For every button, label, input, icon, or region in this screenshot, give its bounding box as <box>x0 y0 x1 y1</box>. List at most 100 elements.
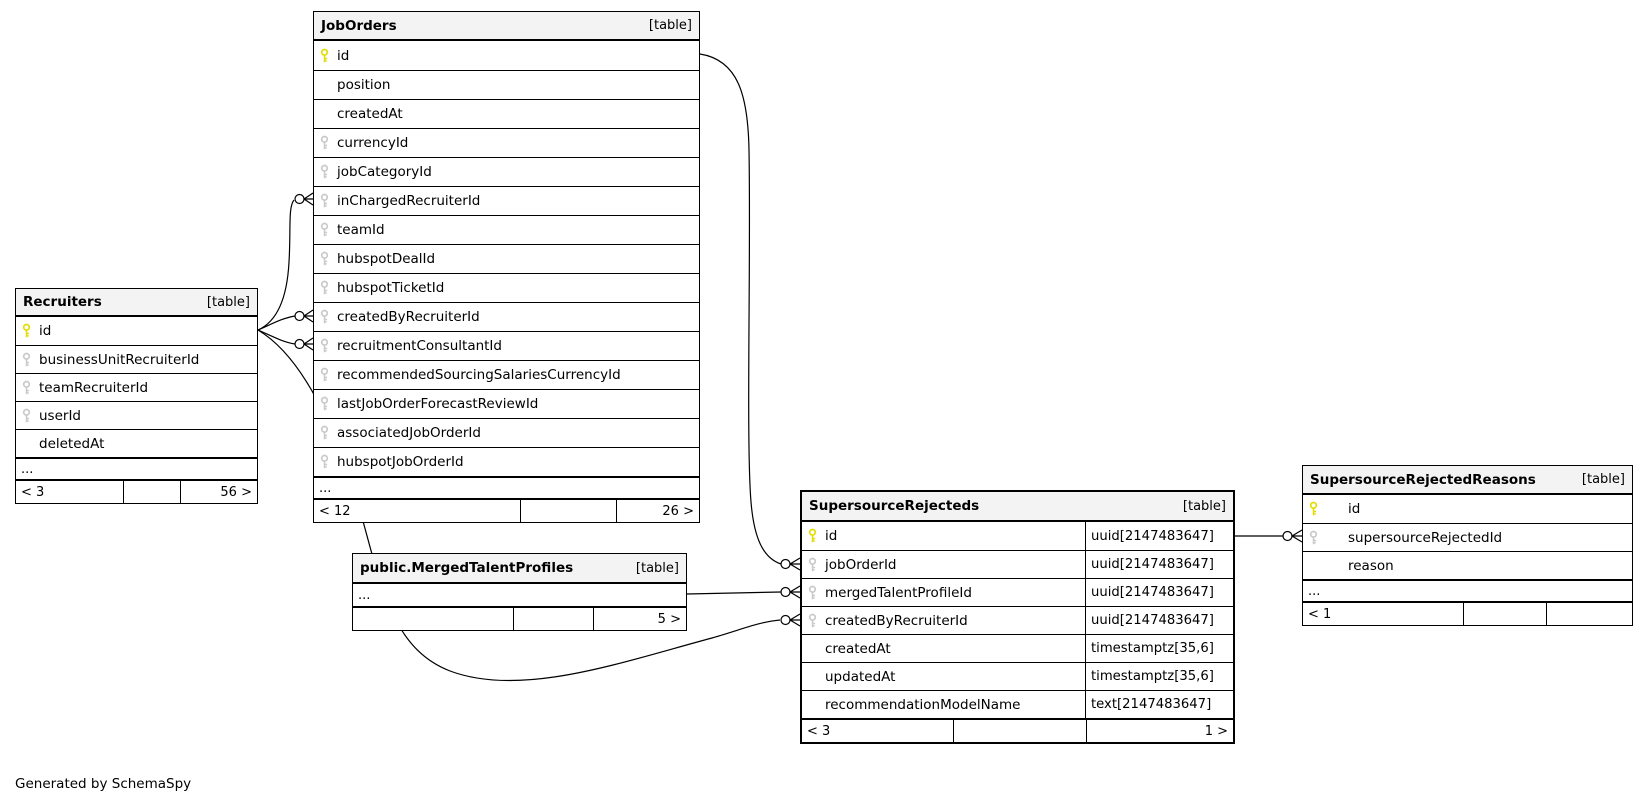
foreign-key-icon <box>319 193 330 209</box>
table-mergedtalentprofiles[interactable]: public.MergedTalentProfiles [table] ... … <box>352 553 687 631</box>
column-lastjoborderforecastreviewid: lastJobOrderForecastReviewId <box>314 389 699 418</box>
table-title[interactable]: JobOrders <box>321 17 397 34</box>
column-hubspotticketid: hubspotTicketId <box>314 273 699 302</box>
no-key-spacer <box>319 77 330 93</box>
footer-spacer-cell <box>952 720 1087 742</box>
foreign-key-icon <box>319 396 330 412</box>
edge-recruiters-joborders-createdbyrecruiterid <box>257 309 314 331</box>
incoming-count: < 3 <box>21 484 45 500</box>
column-type: uuid[2147483647] <box>1085 607 1233 634</box>
relationship-count-footer: < 12 26 > <box>314 498 699 522</box>
table-type-tag: [table] <box>1581 472 1625 487</box>
column-supersourcerejectedid: supersourceRejectedId <box>1303 523 1632 551</box>
edge-recruiters-joborders-inchargedrecruiterid <box>257 192 314 331</box>
no-key-spacer <box>21 436 32 452</box>
column-deletedat: deletedAt <box>16 429 257 457</box>
table-type-tag: [table] <box>635 560 679 576</box>
foreign-key-icon <box>21 408 32 424</box>
table-joborders[interactable]: JobOrders [table] id position createdAt … <box>313 11 700 523</box>
column-jobcategoryid: jobCategoryId <box>314 157 699 186</box>
column-recommendedsourcingsalariescurrencyid: recommendedSourcingSalariesCurrencyId <box>314 360 699 389</box>
relationship-count-footer: < 1 <box>1303 601 1632 625</box>
foreign-key-icon <box>319 280 330 296</box>
incoming-count: < 1 <box>1308 606 1332 622</box>
foreign-key-icon <box>319 367 330 383</box>
column-id: id <box>314 41 699 70</box>
foreign-key-icon <box>319 338 330 354</box>
foreign-key-icon <box>319 251 330 267</box>
column-type: uuid[2147483647] <box>1085 579 1233 606</box>
column-joborderid: jobOrderId uuid[2147483647] <box>802 550 1233 578</box>
table-title[interactable]: Recruiters <box>23 294 102 310</box>
outgoing-count: 56 > <box>179 481 257 503</box>
no-key-spacer <box>807 669 818 685</box>
outgoing-count: 1 > <box>1086 720 1233 742</box>
table-header: SupersourceRejecteds [table] <box>802 492 1233 522</box>
column-position: position <box>314 70 699 99</box>
relationship-count-footer: 5 > <box>353 606 686 630</box>
column-type: text[2147483647] <box>1085 691 1233 718</box>
foreign-key-icon <box>1308 530 1319 546</box>
column-id: id uuid[2147483647] <box>802 522 1233 550</box>
footer-spacer-cell <box>123 481 180 503</box>
foreign-key-icon <box>807 585 818 601</box>
outgoing-count <box>1546 603 1632 625</box>
foreign-key-icon <box>21 380 32 396</box>
primary-key-icon <box>807 528 818 544</box>
column-reason: reason <box>1303 551 1632 579</box>
column-createdat: createdAt <box>314 99 699 128</box>
table-header: Recruiters [table] <box>16 289 257 317</box>
column-mergedtalentprofileid: mergedTalentProfileId uuid[2147483647] <box>802 578 1233 606</box>
incoming-count: < 3 <box>807 723 831 739</box>
table-supersourcerejecteds[interactable]: SupersourceRejecteds [table] id uuid[214… <box>800 490 1235 744</box>
column-hubspotdealid: hubspotDealId <box>314 244 699 273</box>
outgoing-count: 5 > <box>592 608 686 630</box>
table-type-tag: [table] <box>648 18 692 33</box>
table-recruiters[interactable]: Recruiters [table] id businessUnitRecrui… <box>15 288 258 504</box>
primary-key-icon <box>21 323 32 339</box>
foreign-key-icon <box>319 164 330 180</box>
column-id: id <box>16 317 257 345</box>
column-createdbyrecruiterid: createdByRecruiterId <box>314 302 699 331</box>
table-title[interactable]: SupersourceRejecteds <box>809 498 980 514</box>
more-columns-ellipsis: ... <box>358 587 371 603</box>
primary-key-icon <box>1308 501 1319 517</box>
column-currencyid: currencyId <box>314 128 699 157</box>
foreign-key-icon <box>319 425 330 441</box>
more-columns-ellipsis: ... <box>16 457 257 479</box>
column-type: uuid[2147483647] <box>1085 522 1233 550</box>
edge-recruiters-joborders-recruitmentconsultantid <box>257 329 314 351</box>
foreign-key-icon <box>21 352 32 368</box>
table-header: JobOrders [table] <box>314 12 699 41</box>
no-key-spacer <box>807 641 818 657</box>
foreign-key-icon <box>319 309 330 325</box>
table-type-tag: [table] <box>1182 498 1226 514</box>
incoming-count: < 12 <box>319 503 351 519</box>
column-recommendationmodelname: recommendationModelName text[2147483647] <box>802 690 1233 718</box>
edge-supersourcerejecteds-supersourcerejectedreasons-supersourcerejectedid <box>1235 529 1303 543</box>
footer-spacer-cell <box>1462 603 1547 625</box>
no-key-spacer <box>1308 558 1319 574</box>
table-title[interactable]: SupersourceRejectedReasons <box>1310 471 1536 488</box>
column-type: timestamptz[35,6] <box>1085 635 1233 662</box>
foreign-key-icon <box>807 613 818 629</box>
edge-mergedtalentprofiles-supersourcerejecteds-mergedtalentprofileid <box>686 585 801 599</box>
table-supersourcerejectedreasons[interactable]: SupersourceRejectedReasons [table] id su… <box>1302 465 1633 626</box>
column-hubspotjoborderid: hubspotJobOrderId <box>314 447 699 476</box>
footer-spacer-cell <box>519 500 616 522</box>
foreign-key-icon <box>319 222 330 238</box>
no-key-spacer <box>319 106 330 122</box>
column-type: timestamptz[35,6] <box>1085 663 1233 690</box>
foreign-key-icon <box>807 557 818 573</box>
footer-spacer-cell <box>512 608 593 630</box>
column-updatedat: updatedAt timestamptz[35,6] <box>802 662 1233 690</box>
table-type-tag: [table] <box>206 294 250 310</box>
table-header: SupersourceRejectedReasons [table] <box>1303 466 1632 495</box>
column-recruitmentconsultantid: recruitmentConsultantId <box>314 331 699 360</box>
column-id: id <box>1303 495 1632 523</box>
column-type: uuid[2147483647] <box>1085 551 1233 578</box>
table-title[interactable]: public.MergedTalentProfiles <box>360 560 574 576</box>
more-columns-ellipsis: ... <box>314 476 699 498</box>
more-columns-ellipsis: ... <box>1303 579 1632 601</box>
